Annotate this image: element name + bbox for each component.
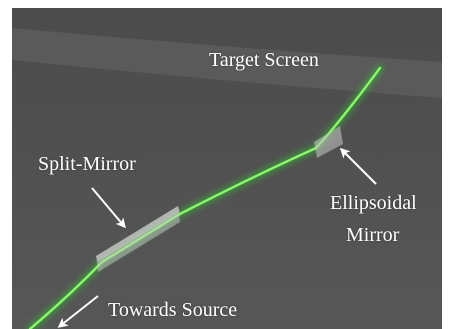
- towards-source-arrow: [57, 295, 99, 328]
- towards-source-label: Towards Source: [108, 299, 238, 321]
- ellipsoidal-mirror: [314, 126, 343, 158]
- ellipsoidal-label-line2: Mirror: [346, 224, 400, 246]
- target-screen-plane: [12, 28, 442, 98]
- split-mirror-label: Split-Mirror: [38, 153, 136, 175]
- ellipsoidal-label-line1: Ellipsoidal: [330, 192, 417, 214]
- target-screen-label: Target Screen: [209, 49, 319, 71]
- laser-beam: [28, 66, 382, 329]
- split-mirror-arrow: [91, 187, 126, 229]
- split-mirror: [96, 206, 180, 272]
- ellipsoidal-mirror-arrow: [339, 147, 377, 185]
